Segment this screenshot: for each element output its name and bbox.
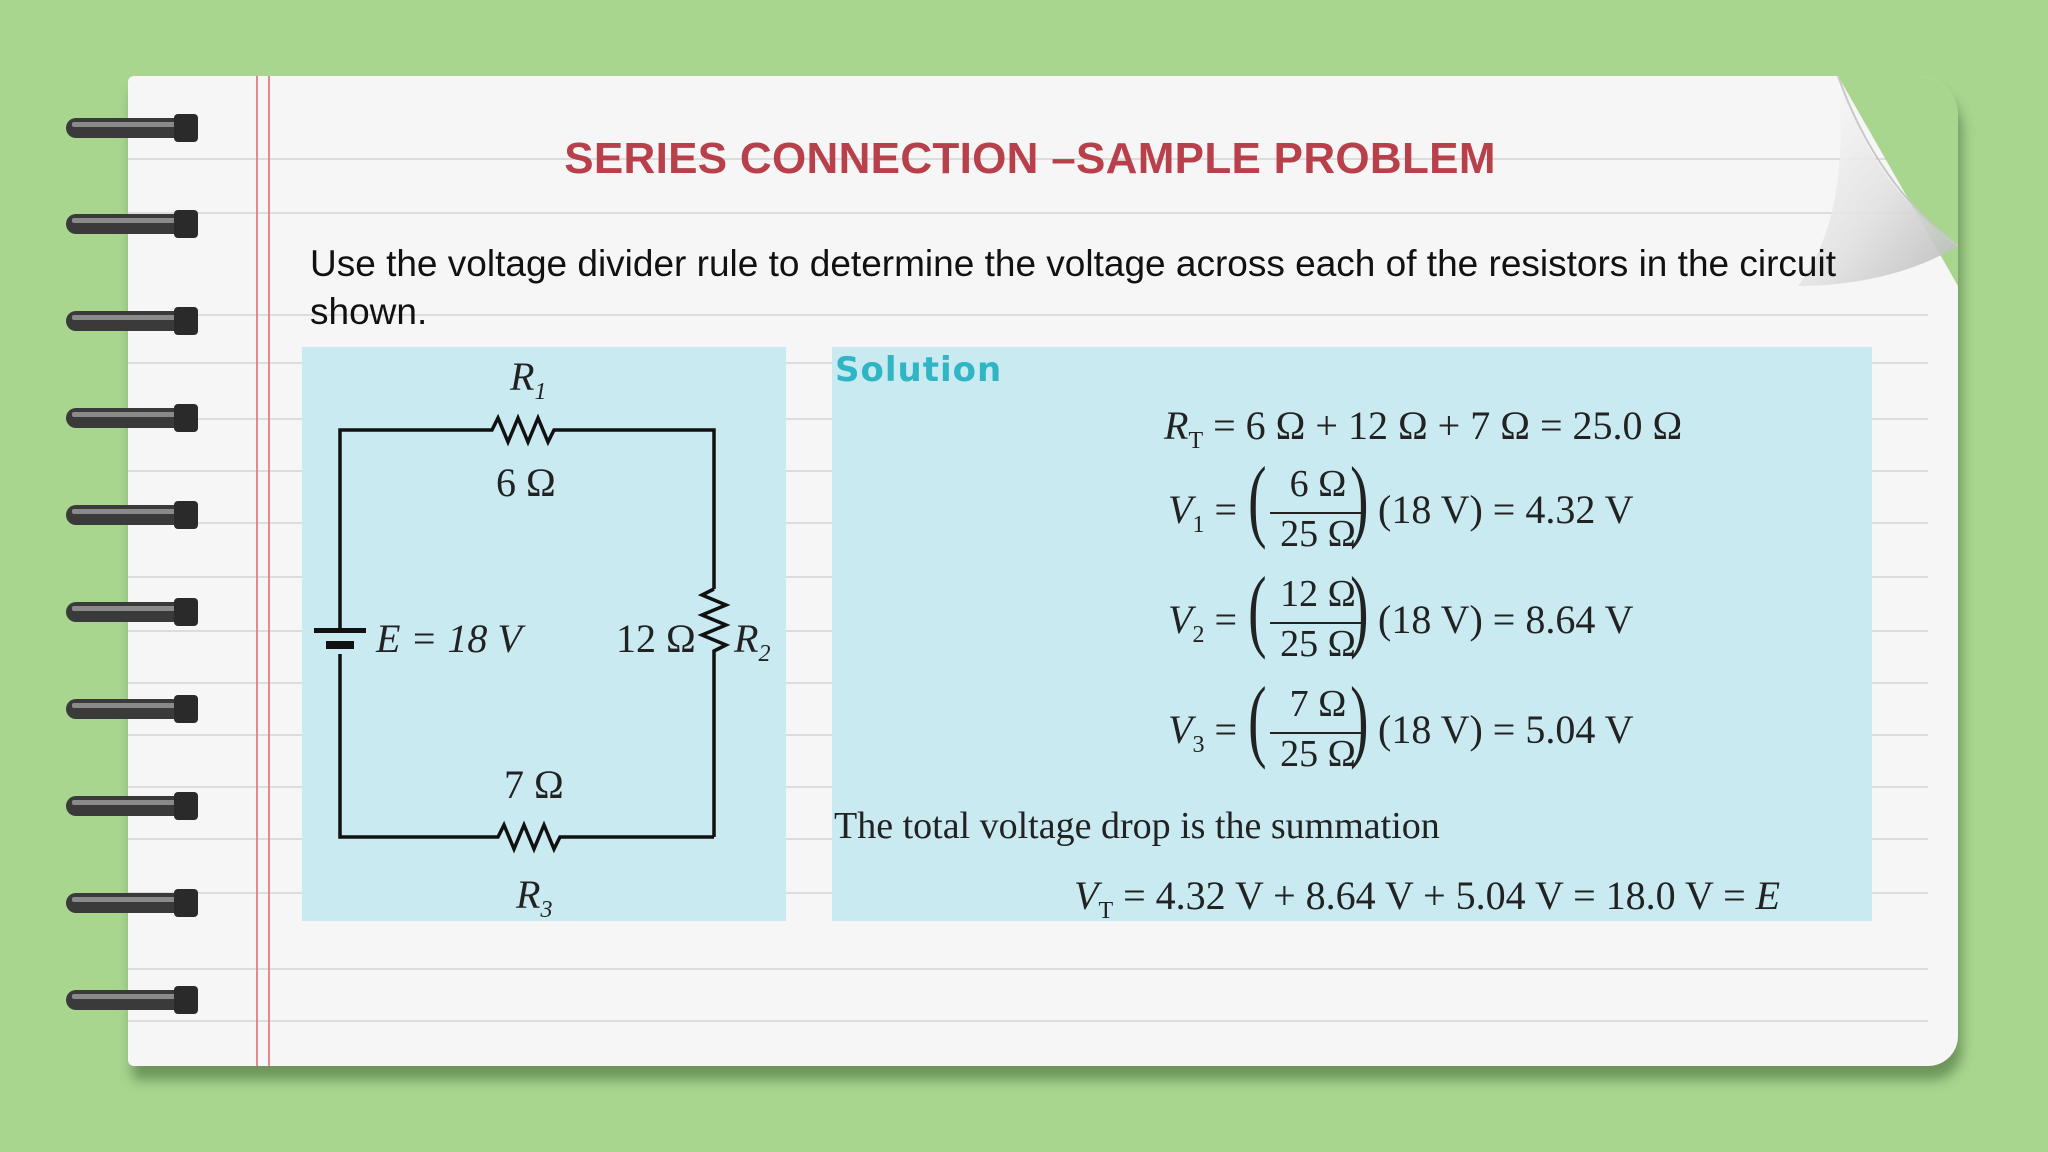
binding-ring — [66, 792, 198, 820]
binding-ring — [66, 210, 198, 238]
problem-statement: Use the voltage divider rule to determin… — [310, 243, 1836, 332]
total-resistance-equation: RT = 6 Ω + 12 Ω + 7 Ω = 25.0 Ω — [1164, 403, 1683, 454]
margin-line — [268, 76, 270, 1066]
r2-label: R2 — [734, 616, 771, 667]
battery-long-plate — [314, 628, 366, 633]
binding-ring — [66, 501, 198, 529]
ruled-line — [128, 314, 1928, 316]
bottom-wire-r3 — [338, 654, 714, 854]
r1-value: 6 Ω — [496, 460, 556, 505]
binding-ring — [66, 404, 198, 432]
resistor-r2 — [697, 587, 731, 837]
r2-value: 12 Ω — [616, 616, 696, 661]
binding-ring — [66, 695, 198, 723]
battery-short-plate — [326, 641, 354, 649]
r3-label: R3 — [516, 872, 553, 923]
ruled-line — [128, 1020, 1928, 1022]
solution-heading: Solution — [835, 350, 1003, 390]
r3-value: 7 Ω — [504, 762, 564, 807]
ruled-line — [128, 968, 1928, 970]
binding-ring — [66, 307, 198, 335]
binding-ring — [66, 986, 198, 1014]
binding-ring — [66, 598, 198, 626]
ruled-line — [128, 158, 1928, 160]
source-label: E = 18 V — [376, 616, 522, 661]
binding-ring — [66, 114, 198, 142]
page-title: SERIES CONNECTION –SAMPLE PROBLEM — [564, 134, 1496, 183]
total-voltage-equation: VT = 4.32 V + 8.64 V + 5.04 V = 18.0 V =… — [1074, 873, 1781, 924]
page-curl — [1798, 76, 1958, 286]
solution-panel — [832, 347, 1872, 921]
binding-ring — [66, 889, 198, 917]
circuit-diagram — [314, 413, 731, 854]
top-wire-r1 — [338, 413, 716, 630]
r1-label: R1 — [510, 354, 547, 405]
total-voltage-statement: The total voltage drop is the summation — [834, 805, 1440, 847]
circuit-diagram-panel: R1 6 Ω E = 18 V 12 Ω R2 7 Ω R3 — [302, 347, 786, 923]
margin-line — [256, 76, 258, 1066]
ruled-line — [128, 212, 1928, 214]
